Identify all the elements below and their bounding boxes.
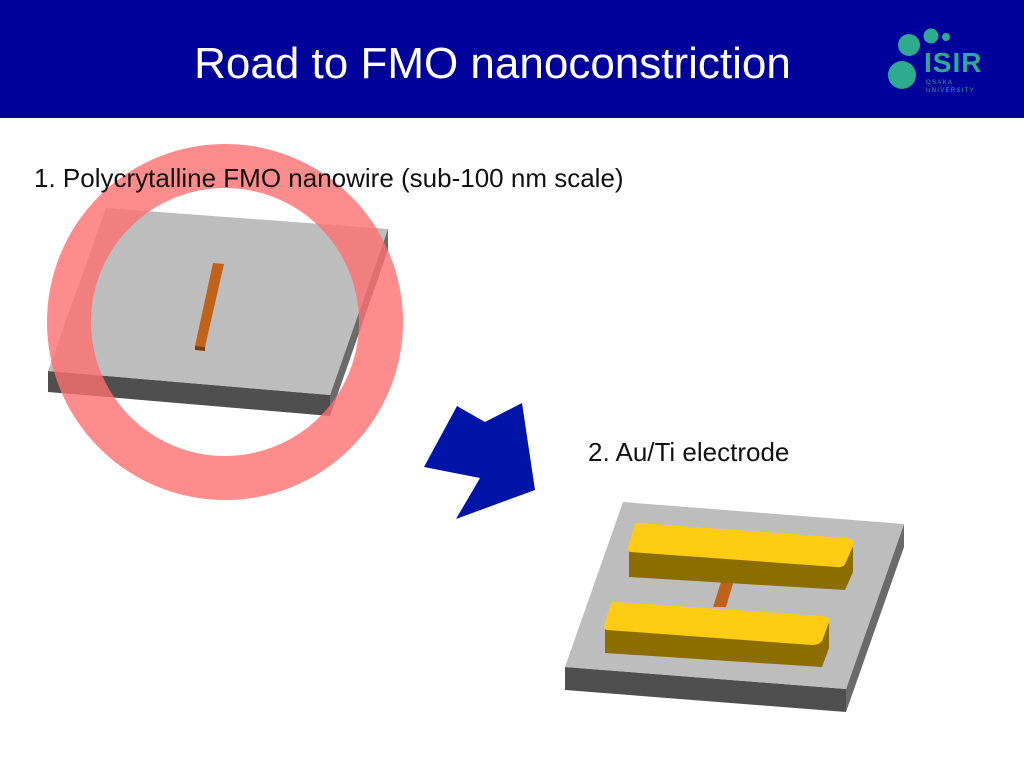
nanowire-side bbox=[195, 346, 205, 351]
lower-electrode bbox=[604, 602, 830, 667]
upper-electrode-top bbox=[627, 523, 854, 568]
upper-electrode bbox=[627, 523, 854, 590]
substrate-2-side-front bbox=[565, 667, 846, 712]
electrode-sample bbox=[565, 502, 904, 712]
step-2-label: 2. Au/Ti electrode bbox=[588, 437, 790, 467]
upper-electrode-side bbox=[629, 546, 853, 590]
nanowire-top bbox=[195, 263, 224, 347]
step-1-label: 1. Polycrytalline FMO nanowire (sub-100 … bbox=[34, 163, 624, 193]
logo-wordmark: ISIR bbox=[924, 47, 983, 78]
substrate-1-top bbox=[48, 208, 388, 395]
lower-electrode-top bbox=[604, 602, 830, 645]
slide-title: Road to FMO nanoconstriction bbox=[194, 39, 791, 88]
logo-dots-icon bbox=[888, 28, 950, 89]
substrate-2-side-right bbox=[846, 524, 904, 712]
process-arrow-icon bbox=[424, 403, 535, 519]
isir-logo: ISIR OSAKA UNIVERSITY bbox=[884, 26, 1004, 98]
title-bar: Road to FMO nanoconstriction ISIR OSAKA … bbox=[0, 0, 1024, 118]
reject-circle bbox=[47, 144, 403, 500]
substrate-1-side-front bbox=[48, 371, 330, 416]
logo-subtext: OSAKA UNIVERSITY bbox=[926, 80, 976, 94]
